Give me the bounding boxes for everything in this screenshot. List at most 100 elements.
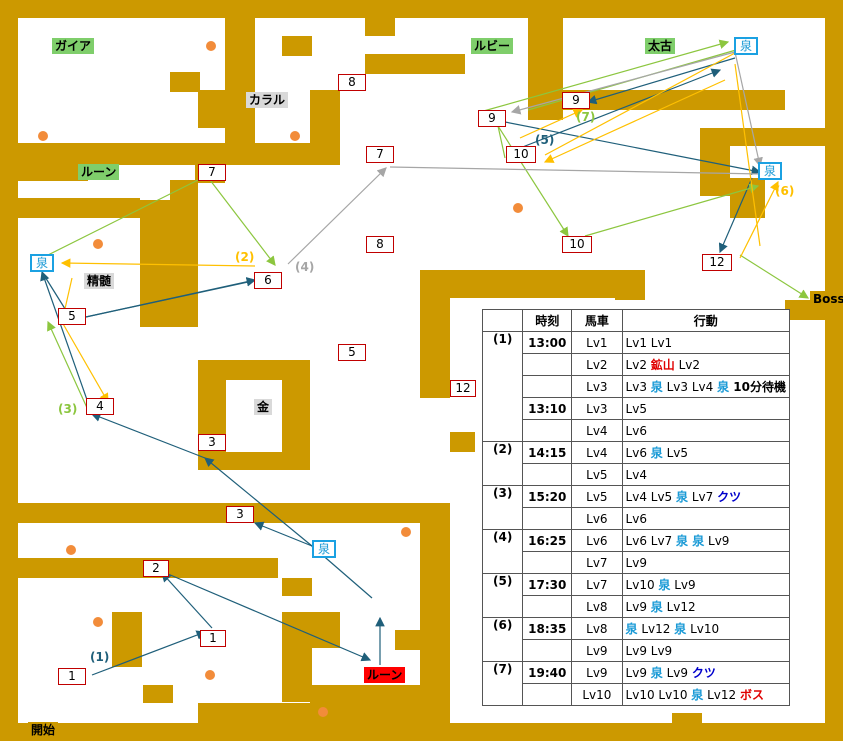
step-label-3: (3) [58,402,78,416]
action-cell: Lv5 [621,397,791,420]
header-wagon: 馬車 [571,309,623,332]
action-segment: 泉 [658,578,671,592]
spring-marker: 泉 [312,540,336,558]
time-cell: 19:40 [522,661,573,684]
action-segment: Lv9 [625,666,651,680]
action-cell: Lv3 泉 Lv3 Lv4 泉 10分待機 [621,375,791,398]
area-label-ruby: ルビー [471,38,514,54]
action-segment: 泉 泉 [676,534,705,548]
area-label-taiko: 太古 [645,38,676,54]
action-cell: Lv4 [621,463,791,486]
step-label-7: (7) [576,110,596,124]
action-segment: Lv9 [704,534,730,548]
action-segment: Lv10 [625,578,659,592]
area-label-rune-top: ルーン [78,164,120,180]
action-segment: Lv9 [670,578,696,592]
time-cell: 16:25 [522,529,573,552]
area-label-start: 開始 [28,722,59,738]
action-segment: 泉 [676,490,689,504]
wagon-cell: Lv4 [571,419,623,442]
action-segment: Lv6 [625,511,647,526]
step-cell: (1) [481,331,524,442]
action-cell: 泉 Lv12 泉 Lv10 [621,617,791,640]
wagon-cell: Lv6 [571,507,623,530]
action-cell: Lv4 Lv5 泉 Lv7 クツ [621,485,791,508]
waypoint-box: 8 [338,74,366,91]
action-segment: Lv12 [662,600,696,614]
waypoint-box: 3 [198,434,226,451]
area-label-karal: カラル [246,92,289,108]
action-segment: クツ [691,666,716,680]
action-segment: 10分待機 [729,380,786,394]
header-time: 時刻 [522,309,573,332]
step-label-1: (1) [90,650,110,664]
action-segment: Lv12 [637,622,675,636]
action-cell: Lv10 泉 Lv9 [621,573,791,596]
action-segment: 泉 [650,446,663,460]
action-segment: 泉 [650,666,663,680]
time-cell: 13:00 [522,331,573,354]
wagon-cell: Lv3 [571,397,623,420]
action-segment: Lv7 [688,490,718,504]
area-label-boss: Boss [810,291,843,307]
action-cell: Lv9 泉 Lv9 クツ [621,661,791,684]
step-cell: (4) [481,529,524,574]
step-label-4: (4) [295,260,315,274]
step-label-5: (5) [535,133,555,147]
wagon-cell: Lv9 [571,639,623,662]
waypoint-box: 10 [562,236,592,253]
action-segment: Lv9 [625,555,647,570]
action-cell: Lv2 鉱山 Lv2 [621,353,791,376]
step-label-6: (6) [775,184,795,198]
wagon-cell: Lv5 [571,485,623,508]
spring-marker: 泉 [734,37,758,55]
waypoint-box: 6 [254,272,282,289]
spring-marker: 泉 [30,254,54,272]
action-segment: ボス [739,688,764,702]
header-action: 行動 [621,309,791,332]
action-segment: Lv4 Lv5 [625,490,677,504]
action-segment: Lv3 Lv4 [662,380,718,394]
action-cell: Lv6 Lv7 泉 泉 Lv9 [621,529,791,552]
action-segment: Lv4 [625,467,647,482]
step-cell: (5) [481,573,524,618]
action-segment: Lv12 [703,688,740,702]
step-cell: (2) [481,441,524,486]
header-step [481,309,524,332]
wagon-cell: Lv5 [571,463,623,486]
wagon-cell: Lv4 [571,441,623,464]
action-segment: 泉 [691,688,704,702]
wagon-cell: Lv3 [571,375,623,398]
time-cell [522,551,573,574]
waypoint-box: 5 [58,308,86,325]
waypoint-box: 9 [478,110,506,127]
action-segment: Lv5 [662,446,689,460]
action-segment: 泉 [717,380,730,394]
waypoint-box: 12 [702,254,732,271]
action-cell: Lv6 [621,507,791,530]
action-cell: Lv9 [621,551,791,574]
wagon-cell: Lv8 [571,595,623,618]
action-segment: Lv6 [625,423,647,438]
time-cell: 18:35 [522,617,573,640]
action-segment: 泉 [625,622,638,636]
action-segment: 泉 [650,600,663,614]
time-cell: 13:10 [522,397,573,420]
waypoint-box: 2 [143,560,169,577]
wagon-cell: Lv2 [571,353,623,376]
action-segment: 泉 [650,380,663,394]
action-segment: Lv2 [625,358,651,372]
route-arrows [40,39,810,676]
waypoint-box: 1 [58,668,86,685]
action-segment: 泉 [674,622,687,636]
